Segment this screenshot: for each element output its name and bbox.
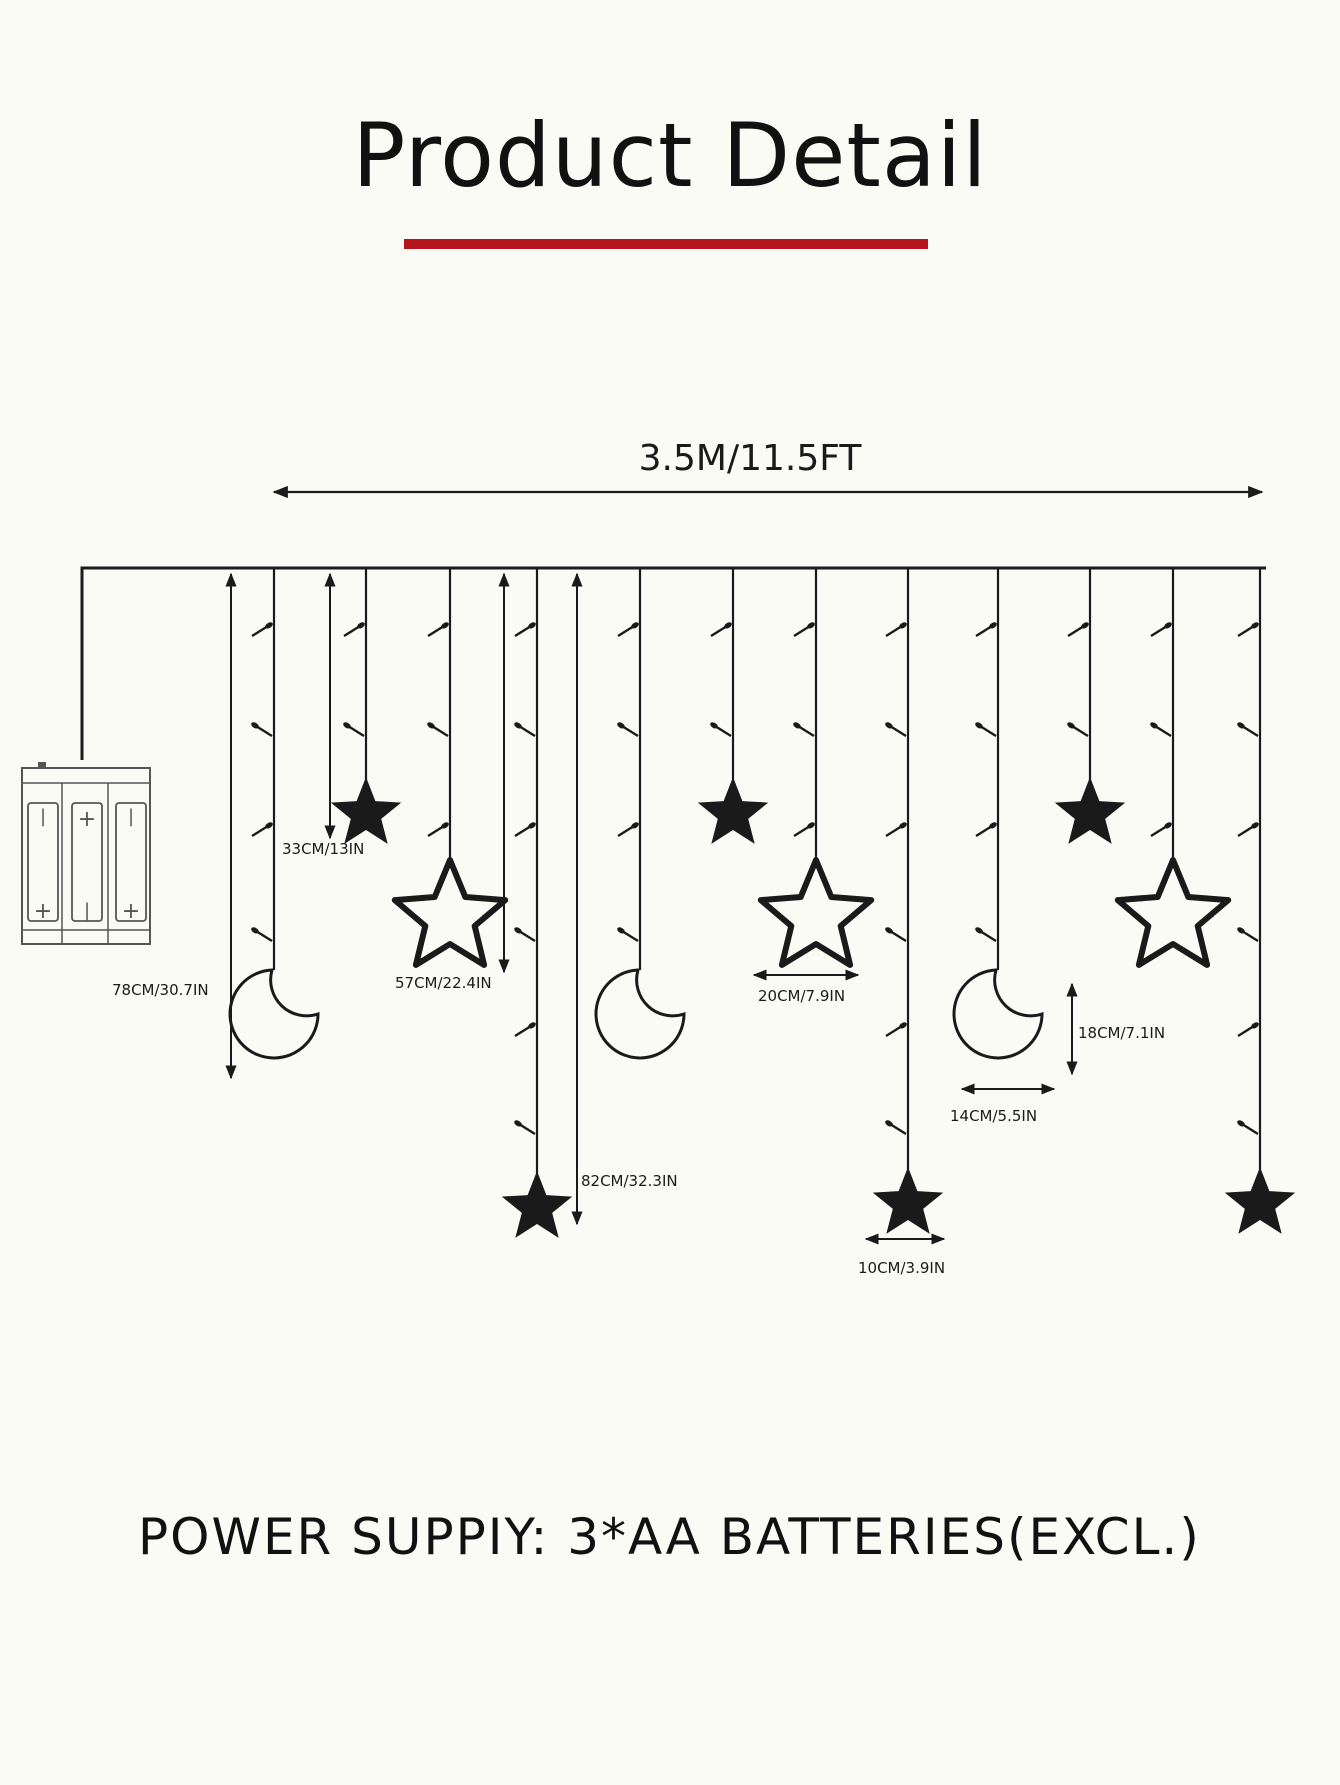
battery-cell — [115, 802, 147, 922]
led-bulb-icon — [248, 924, 274, 943]
led-bulb-icon — [1234, 1117, 1260, 1136]
led-bulb-icon — [1236, 619, 1262, 638]
led-bulb-icon — [1149, 819, 1175, 838]
solid-star-pendant-icon — [1054, 777, 1126, 844]
led-bulb-icon — [790, 719, 816, 738]
svg-text:+: + — [34, 899, 52, 924]
led-bulb-icon — [882, 1117, 908, 1136]
led-bulb-icon — [882, 719, 908, 738]
outline-star-pendant-icon — [757, 857, 875, 968]
battery-cell — [71, 802, 103, 922]
svg-text:|: | — [84, 900, 90, 921]
solid-star-pendant-icon — [872, 1167, 944, 1234]
led-bulb-icon — [792, 819, 818, 838]
led-bulb-icon — [513, 819, 539, 838]
led-bulb-icon — [424, 719, 450, 738]
small-star-width-label: 10CM/3.9IN — [858, 1259, 945, 1277]
led-bulb-icon — [1234, 924, 1260, 943]
moon-pendant-icon — [594, 968, 686, 1060]
led-bulb-icon — [884, 819, 910, 838]
svg-text:|: | — [40, 806, 46, 827]
svg-text:+: + — [122, 899, 140, 924]
long-star-drop-label: 82CM/32.3IN — [581, 1172, 678, 1190]
led-bulb-icon — [1064, 719, 1090, 738]
led-bulb-icon — [513, 1019, 539, 1038]
moon-height-label: 18CM/7.1IN — [1078, 1024, 1165, 1042]
led-bulb-icon — [1236, 1019, 1262, 1038]
moon-pendant-icon — [952, 968, 1044, 1060]
led-bulb-icon — [1234, 719, 1260, 738]
solid-star-pendant-icon — [1224, 1167, 1296, 1234]
outline-star-pendant-icon — [391, 857, 509, 968]
led-bulb-icon — [614, 719, 640, 738]
total-width-label: 3.5M/11.5FT — [639, 438, 863, 479]
solid-star-pendant-icon — [501, 1171, 573, 1238]
led-bulb-icon — [1066, 619, 1092, 638]
led-bulb-icon — [340, 719, 366, 738]
led-bulb-icon — [972, 924, 998, 943]
led-bulb-icon — [1147, 719, 1173, 738]
moon-width-label: 14CM/5.5IN — [950, 1107, 1037, 1125]
led-bulb-icon — [884, 1019, 910, 1038]
led-bulb-icon — [250, 819, 276, 838]
led-bulb-icon — [248, 719, 274, 738]
light-strands — [228, 568, 1296, 1238]
main-wire — [80, 566, 1266, 760]
led-bulb-icon — [884, 619, 910, 638]
led-bulb-icon — [707, 719, 733, 738]
led-bulb-icon — [792, 619, 818, 638]
moon-drop-label: 78CM/30.7IN — [112, 981, 209, 999]
title-underline — [404, 239, 928, 249]
led-bulb-icon — [974, 819, 1000, 838]
moon-pendant-icon — [228, 968, 320, 1060]
led-bulb-icon — [511, 924, 537, 943]
led-bulb-icon — [1149, 619, 1175, 638]
battery-box-icon: | + + | | + — [21, 762, 151, 945]
solid-star-pendant-icon — [697, 777, 769, 844]
led-bulb-icon — [426, 819, 452, 838]
short-star-drop-label: 33CM/13IN — [282, 840, 364, 858]
battery-cell — [27, 802, 59, 922]
led-bulb-icon — [974, 619, 1000, 638]
svg-text:+: + — [78, 807, 96, 832]
led-bulb-icon — [250, 619, 276, 638]
power-supply-note: POWER SUPPIY: 3*AA BATTERIES(EXCL.) — [138, 1508, 1201, 1566]
led-bulb-icon — [614, 924, 640, 943]
mid-star-drop-label: 57CM/22.4IN — [395, 974, 492, 992]
page-title: Product Detail — [352, 104, 988, 207]
led-bulb-icon — [511, 1117, 537, 1136]
outline-star-width-label: 20CM/7.9IN — [758, 987, 845, 1005]
led-bulb-icon — [882, 924, 908, 943]
led-bulb-icon — [426, 619, 452, 638]
led-bulb-icon — [972, 719, 998, 738]
led-bulb-icon — [1236, 819, 1262, 838]
led-bulb-icon — [511, 719, 537, 738]
solid-star-pendant-icon — [330, 777, 402, 844]
led-bulb-icon — [616, 619, 642, 638]
outline-star-pendant-icon — [1114, 857, 1232, 968]
led-bulb-icon — [342, 619, 368, 638]
led-bulb-icon — [513, 619, 539, 638]
led-bulb-icon — [616, 819, 642, 838]
led-bulb-icon — [709, 619, 735, 638]
svg-text:|: | — [128, 806, 134, 827]
